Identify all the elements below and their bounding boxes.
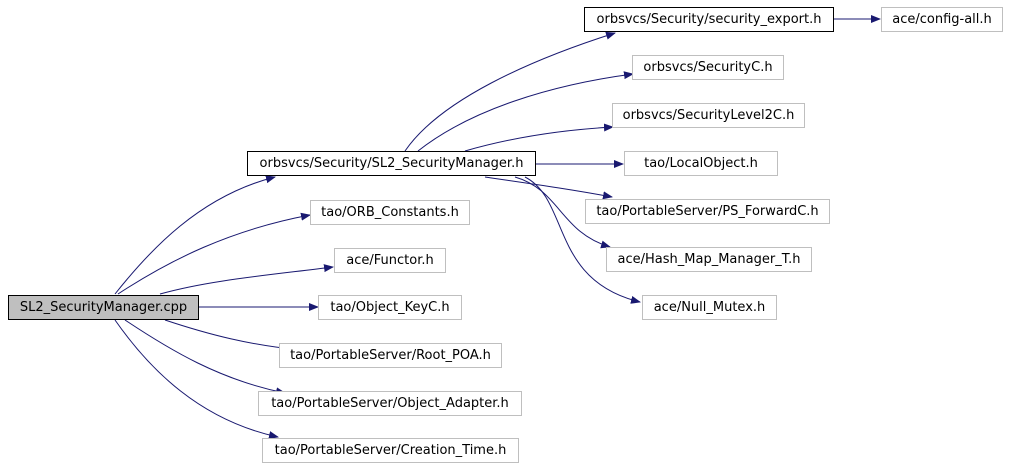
edge-cpp-to-functor [159, 264, 334, 295]
edge-sl2-h-to-null-mutex [524, 176, 641, 304]
edge-cpp-to-sl2-h [114, 175, 276, 295]
edge-sl2-h-to-securitylevel2c [464, 123, 614, 152]
edge-sl2-h-to-ps-forwardc [484, 176, 613, 200]
node-sl2-securitymanager-h[interactable]: orbsvcs/Security/SL2_SecurityManager.h [247, 151, 536, 176]
node-functor-h[interactable]: ace/Functor.h [334, 248, 446, 273]
node-localobject-h[interactable]: tao/LocalObject.h [624, 151, 778, 176]
node-security-export-h[interactable]: orbsvcs/Security/security_export.h [584, 7, 834, 32]
node-creation-time-h[interactable]: tao/PortableServer/Creation_Time.h [262, 438, 519, 463]
node-ps-forwardc-h[interactable]: tao/PortableServer/PS_ForwardC.h [585, 199, 830, 224]
edge-sl2-h-to-security-export [404, 31, 616, 152]
edge-sl2-h-to-securityc [417, 71, 634, 152]
node-securityc-h[interactable]: orbsvcs/SecurityC.h [632, 55, 784, 80]
edge-sl2-h-to-hash-map [514, 176, 611, 249]
node-object-adapter-h[interactable]: tao/PortableServer/Object_Adapter.h [258, 391, 522, 416]
node-object-keyc-h[interactable]: tao/Object_KeyC.h [318, 295, 462, 320]
node-root-poa-h[interactable]: tao/PortableServer/Root_POA.h [279, 343, 502, 368]
node-null-mutex-h[interactable]: ace/Null_Mutex.h [642, 295, 777, 320]
node-config-all-h[interactable]: ace/config-all.h [881, 7, 1003, 32]
edge-cpp-to-creation-time [114, 319, 279, 439]
edge-cpp-to-object-adapter [124, 319, 286, 396]
node-sl2-securitymanager-cpp[interactable]: SL2_SecurityManager.cpp [8, 295, 199, 320]
node-securitylevel2c-h[interactable]: orbsvcs/SecurityLevel2C.h [612, 103, 805, 128]
node-hash-map-manager-t-h[interactable]: ace/Hash_Map_Manager_T.h [606, 247, 812, 272]
node-orb-constants-h[interactable]: tao/ORB_Constants.h [310, 200, 470, 225]
edge-cpp-to-orb-constants [117, 212, 311, 295]
